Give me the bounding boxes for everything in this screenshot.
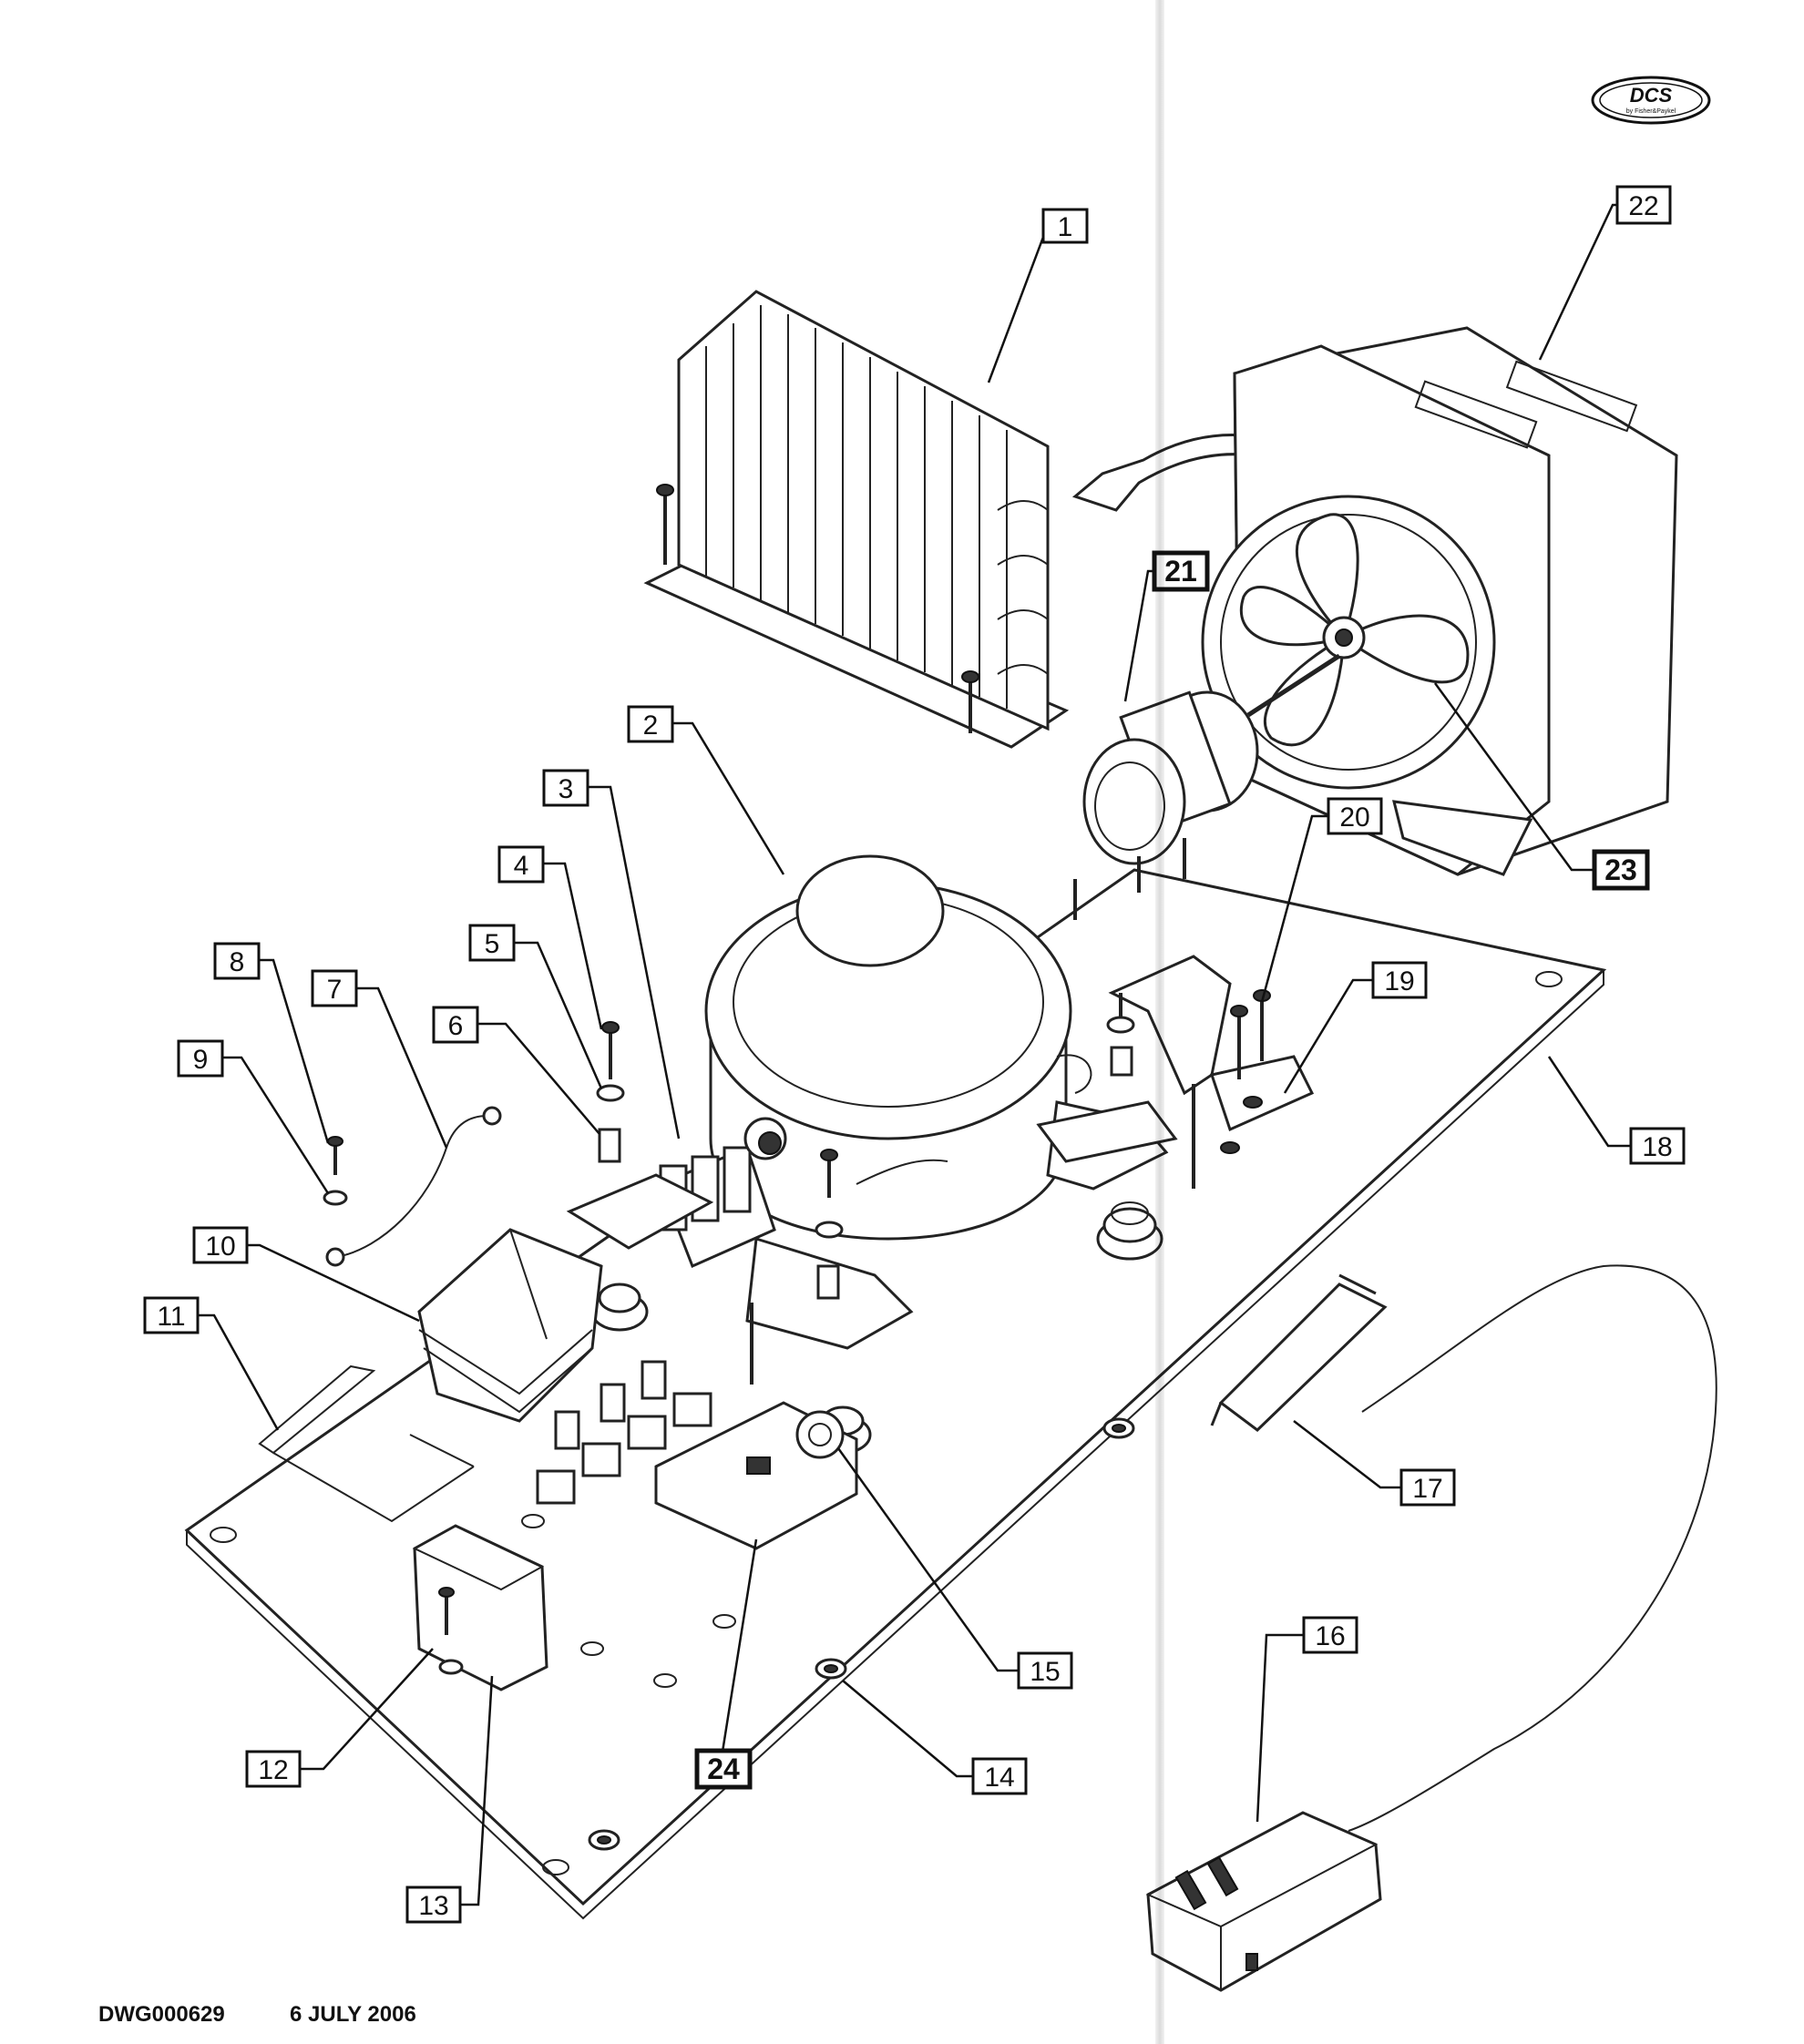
callout-label: 9 (193, 1045, 209, 1075)
nut (588, 1417, 1135, 1851)
capacitor-bracket (412, 1524, 548, 1691)
callout-12: 12 (245, 1750, 302, 1788)
fan-motor-bracket (1108, 955, 1315, 1189)
capillary-probe (1210, 1264, 1717, 1832)
callout-17: 17 (1399, 1468, 1456, 1507)
callout-23: 23 (1592, 849, 1650, 891)
callout-label: 1 (1058, 212, 1073, 242)
callout-label: 12 (258, 1755, 288, 1785)
mounting-plate (566, 1100, 1178, 1250)
power-adapter (1145, 1811, 1382, 1992)
callout-7: 7 (311, 969, 358, 1007)
callout-11: 11 (143, 1296, 200, 1334)
compressor (704, 854, 1169, 1350)
callout-label: 24 (707, 1753, 740, 1785)
callout-19: 19 (1371, 961, 1428, 999)
callout-label: 13 (418, 1891, 448, 1921)
scan-artifact-line (1155, 0, 1164, 2044)
ground-wire (323, 1106, 502, 1267)
callout-label: 8 (230, 947, 245, 977)
callout-label: 11 (157, 1302, 185, 1332)
fan-motor (1082, 653, 1341, 893)
terminal-block (536, 1360, 712, 1505)
callout-15: 15 (1017, 1651, 1073, 1690)
callout-14: 14 (971, 1757, 1028, 1795)
callout-label: 15 (1030, 1657, 1060, 1687)
callout-label: 6 (448, 1011, 464, 1041)
callout-3: 3 (542, 769, 589, 807)
callout-22: 22 (1615, 185, 1672, 225)
callout-13: 13 (405, 1886, 462, 1924)
callout-label: 2 (643, 710, 659, 741)
callout-4: 4 (497, 845, 545, 884)
callout-label: 22 (1628, 191, 1658, 221)
logo-subtext: by Fisher&Paykel (1626, 108, 1676, 115)
callout-label: 3 (559, 774, 574, 804)
callout-21: 21 (1152, 550, 1210, 592)
callout-label: 10 (205, 1232, 235, 1262)
callout-20: 20 (1327, 797, 1383, 835)
callout-label: 20 (1339, 802, 1369, 833)
callout-label: 17 (1412, 1474, 1442, 1504)
callout-5: 5 (468, 924, 516, 962)
logo-text: DCS (1630, 84, 1673, 107)
callout-9: 9 (177, 1039, 224, 1078)
drawing-number: DWG000629 (98, 2002, 225, 2027)
callout-label: 19 (1384, 966, 1414, 996)
callout-24: 24 (694, 1748, 753, 1790)
callout-6: 6 (432, 1006, 479, 1044)
callout-label: 21 (1164, 555, 1197, 588)
callout-label: 16 (1315, 1621, 1345, 1651)
drawing-date: 6 JULY 2006 (290, 2002, 416, 2027)
wire-bracket (258, 1364, 475, 1523)
callout-1: 1 (1041, 208, 1089, 244)
callout-label: 4 (514, 851, 529, 881)
callout-label: 18 (1642, 1132, 1672, 1162)
callout-10: 10 (192, 1226, 249, 1264)
condenser-coil (643, 290, 1070, 749)
callout-label: 5 (485, 929, 500, 959)
callout-16: 16 (1302, 1616, 1358, 1654)
callout-18: 18 (1629, 1127, 1686, 1165)
screw (596, 879, 1135, 1385)
control-box (417, 1228, 603, 1423)
callout-8: 8 (213, 942, 261, 980)
thermostat-control (654, 1401, 858, 1550)
callout-2: 2 (627, 705, 674, 743)
callout-label: 7 (327, 975, 343, 1005)
callout-label: 14 (984, 1763, 1014, 1793)
callout-label: 23 (1604, 853, 1637, 886)
dcs-logo: DCS by Fisher&Paykel (1591, 76, 1711, 125)
